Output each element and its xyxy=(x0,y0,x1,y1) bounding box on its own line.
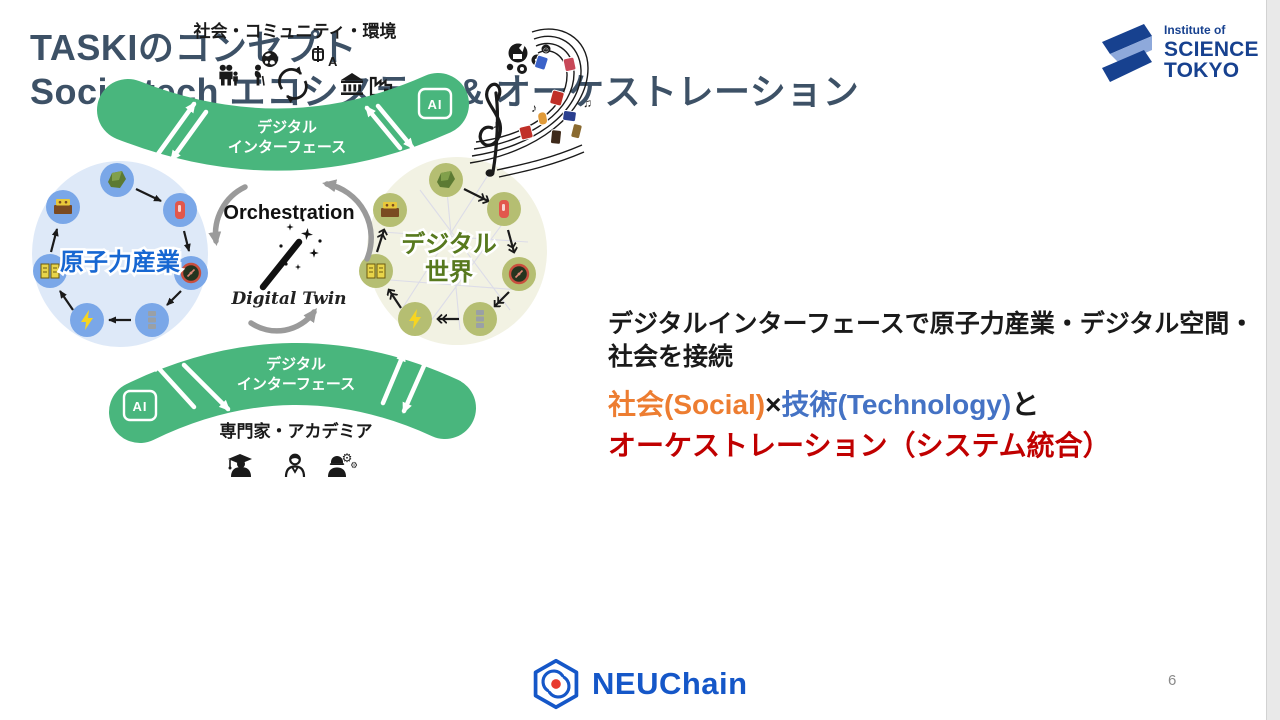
science-tokyo-s-mark-icon xyxy=(1102,24,1152,82)
neuchain-logo: NEUChain xyxy=(530,658,748,710)
svg-text:A: A xyxy=(328,54,338,69)
translate-icon: A xyxy=(312,46,338,69)
nuclear-industry-label: 原子力産業 xyxy=(60,248,180,276)
science-label: SCIENCE xyxy=(1164,37,1259,61)
experts-academia-label: 専門家・アカデミア xyxy=(220,421,373,441)
fuel-rod-icon xyxy=(175,201,185,219)
app-chip-icons xyxy=(518,54,583,145)
top-band-exchange-arrows xyxy=(155,101,415,162)
gear-icon: ⚙ xyxy=(350,460,358,470)
nuclear-cycle-nodes xyxy=(33,163,208,337)
top-digital-interface-band: デジタル インターフェース AI xyxy=(97,73,469,171)
society-community-environment-label: 社会・コミュニティ・環境 xyxy=(193,21,397,41)
suffix-text: と xyxy=(1011,389,1040,420)
nuclear-industry-circle: 原子力産業 xyxy=(32,161,208,347)
science-tokyo-logo: Institute of SCIENCE TOKYO xyxy=(1098,20,1259,86)
digital-twin-label: Digital Twin xyxy=(230,289,346,309)
bottom-band-exchange-arrows xyxy=(151,350,430,414)
expert-icons-row: ⚙ ⚙ xyxy=(228,451,358,478)
gear-icon: ⚙ xyxy=(342,451,353,465)
treble-clef-icon xyxy=(478,82,503,177)
magic-wand-icon xyxy=(259,218,322,291)
digital-cycle-arrows xyxy=(375,188,514,319)
bottom-band-label-line1: デジタル xyxy=(266,355,326,373)
neuchain-wordmark: NEUChain xyxy=(592,666,748,701)
family-icon xyxy=(219,64,238,86)
neuchain-hexagon-icon xyxy=(533,658,579,710)
ecosystem-diagram: 社会・コミュニティ・環境 A xyxy=(32,21,592,478)
cask-icon xyxy=(54,199,72,214)
times-symbol: × xyxy=(765,389,782,420)
note-icon: ♪ xyxy=(493,119,499,131)
key-message-block: デジタルインターフェースで原子力産業・デジタル空間・社会を接続 社会(Socia… xyxy=(608,308,1268,463)
tokyo-label: TOKYO xyxy=(1164,59,1240,83)
intro-text: デジタルインターフェースで原子力産業・デジタル空間・社会を接続 xyxy=(608,310,1255,371)
gauge-icon xyxy=(180,262,202,284)
cask-icon xyxy=(381,202,399,217)
gauge-icon xyxy=(508,263,530,285)
staff-lines xyxy=(469,28,589,178)
science-tokyo-logo-text: Institute of SCIENCE TOKYO xyxy=(1164,24,1259,81)
technology-term: 技術(Technology) xyxy=(781,389,1012,420)
window-edge-strip xyxy=(1266,0,1280,720)
bank-icon xyxy=(341,73,363,95)
engineer-icon: ⚙ ⚙ xyxy=(328,451,358,477)
doctor-icon xyxy=(284,453,306,478)
title-line-1: TASKIのコンセプト xyxy=(30,27,357,68)
digital-world-label-line2: 世界 xyxy=(425,259,473,286)
svg-text:☺: ☺ xyxy=(542,46,550,55)
social-term: 社会(Social) xyxy=(608,389,766,420)
fuel-rod-icon xyxy=(499,200,509,218)
pellet-stack-icon xyxy=(148,311,156,329)
page-number: 6 xyxy=(1168,672,1177,689)
digital-world-label-line1: デジタル xyxy=(401,230,497,258)
orchestration-center: Orchestration Digital Twin xyxy=(208,179,374,334)
ai-icon: AI xyxy=(122,389,158,422)
orchestration-line: オーケストレーション（システム統合） xyxy=(608,430,1111,461)
nuclear-cycle-arrows xyxy=(49,188,191,324)
bottom-band-label-line2: インターフェース xyxy=(237,376,355,393)
music-staff-icon: ☺ ♥ ♪ ♫ ♪ xyxy=(469,28,592,178)
bottom-digital-interface-band: デジタル インターフェース AI xyxy=(109,342,476,443)
orchestration-label: Orchestration xyxy=(223,202,354,224)
ai-icon: AI xyxy=(417,87,453,120)
recycle-icon xyxy=(278,66,308,104)
pellet-stack-icon xyxy=(476,310,484,328)
society-icons-row: A xyxy=(219,46,393,104)
institute-of-label: Institute of xyxy=(1164,23,1226,38)
elderly-person-icon xyxy=(254,64,265,86)
digital-cycle-nodes xyxy=(359,163,536,336)
digital-world-circle: デジタル 世界 xyxy=(359,157,547,345)
orchestration-flow-arrows xyxy=(208,179,374,334)
svg-text:AI: AI xyxy=(133,399,148,414)
globe-icon xyxy=(262,51,278,67)
graduate-icon xyxy=(228,454,252,477)
top-band-label-line1: デジタル xyxy=(257,118,317,136)
social-tech-line: 社会(Social)×技術(Technology)と xyxy=(608,387,1268,422)
svg-text:AI: AI xyxy=(428,97,443,112)
note-icon: ♪ xyxy=(531,101,537,115)
top-band-label-line2: インターフェース xyxy=(228,139,346,156)
note-icon: ♫ xyxy=(583,96,592,110)
